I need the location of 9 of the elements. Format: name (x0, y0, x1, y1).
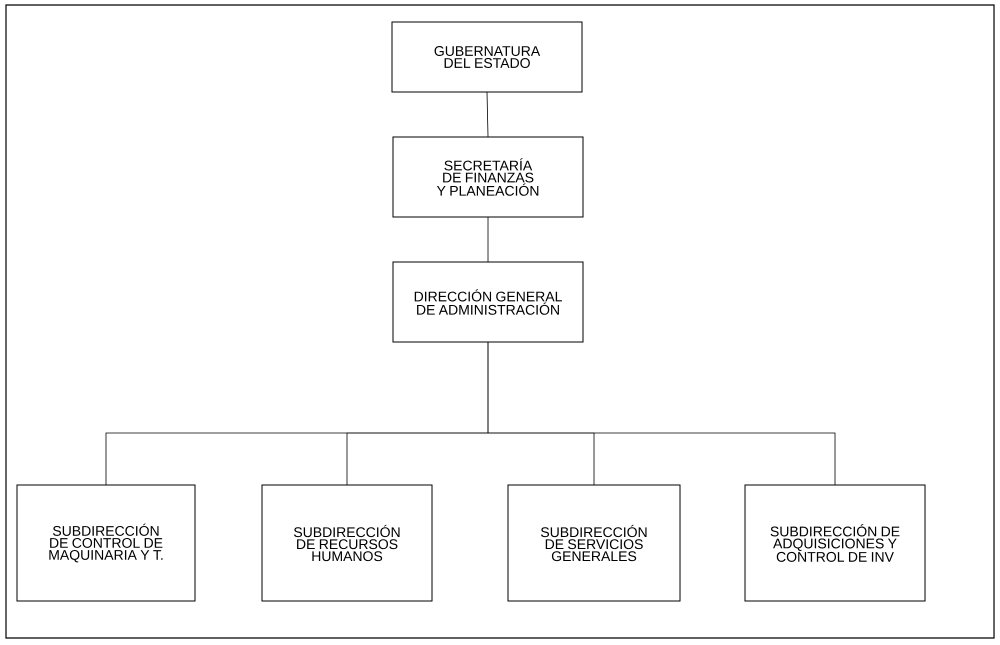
connector-line (488, 342, 836, 485)
org-box: DIRECCIÓN GENERAL DE ADMINISTRACIÓN (392, 262, 584, 342)
connector-line (486, 92, 488, 137)
org-box: SUBDIRECCIÓN DE ADQUISICIONES Y CONTROL DE INV (744, 484, 926, 602)
org-box: SECRETARÍA DE FINANZAS Y PLANEACIÓN (392, 136, 584, 218)
org-box: SUBDIRECCIÓN DE SERVICIOS GENERALES (508, 484, 680, 602)
org-box: SUBDIRECCIÓN DE CONTROL DE MAQUINARIA Y T. (16, 484, 196, 602)
org-box: SUBDIRECCIÓN DE RECURSOS HUMANOS (262, 484, 432, 602)
org-box: GUBERNATURA DEL ESTADO (392, 22, 582, 92)
